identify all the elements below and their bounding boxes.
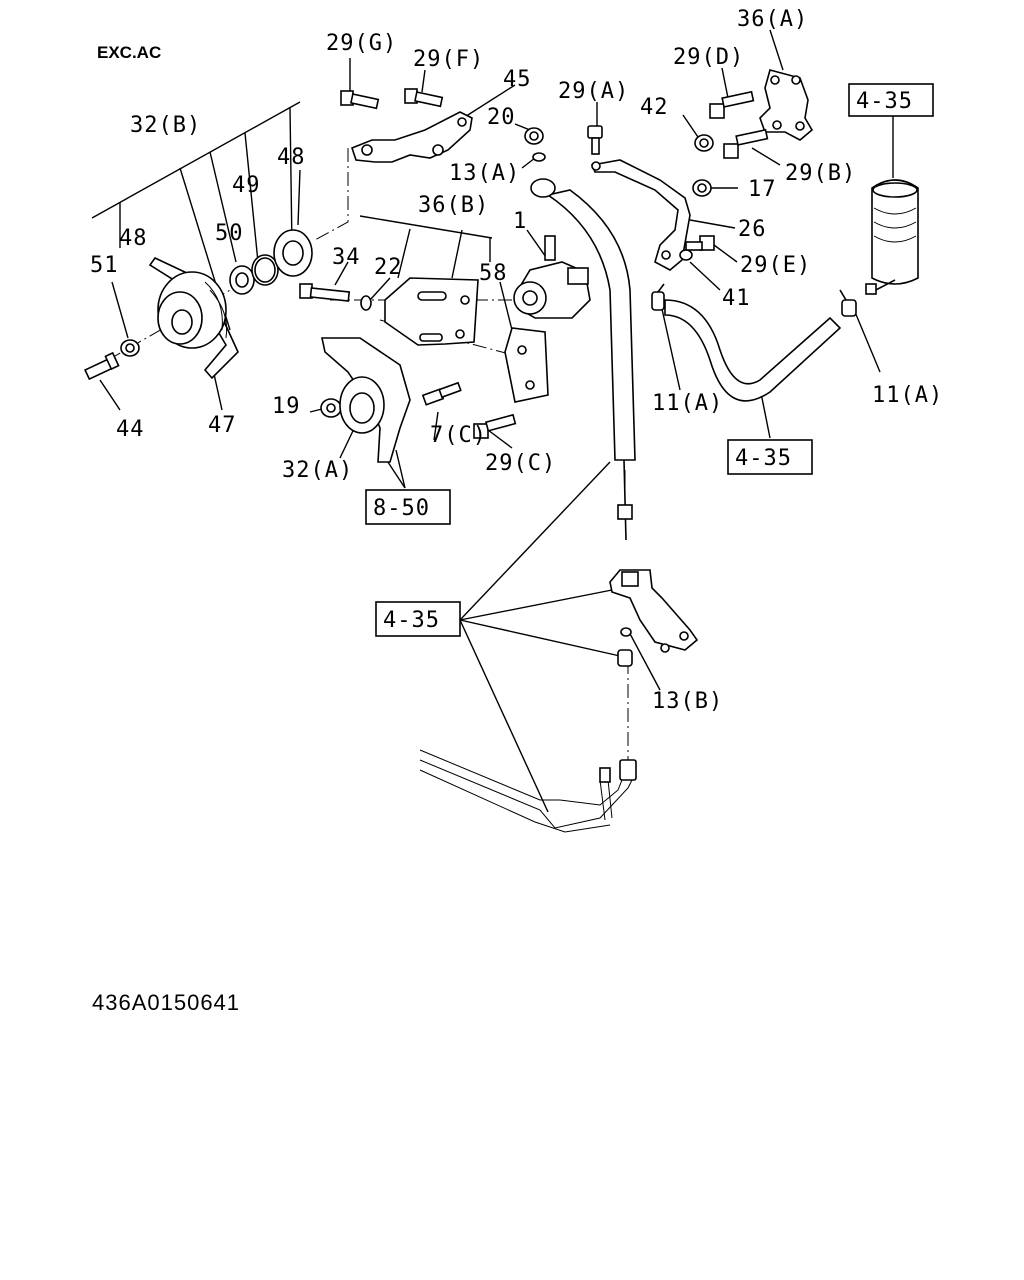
- callout-45: 45: [503, 67, 532, 92]
- variant-label: EXC.AC: [97, 43, 161, 62]
- bolt-29c-icon: [473, 413, 517, 439]
- callout-36b: 36(B): [418, 193, 489, 218]
- clamp-11a-right-icon: [839, 289, 857, 317]
- callout-11a-mid: 11(A): [652, 391, 723, 416]
- callout-49: 49: [232, 173, 261, 198]
- nut-17-icon: [692, 179, 712, 197]
- bracket-36b-icon: [384, 277, 479, 346]
- pipe-bracket-26-icon: [590, 159, 691, 271]
- nut-13b-icon: [617, 649, 633, 667]
- return-hose-icon: [664, 299, 842, 402]
- callout-1: 1: [513, 209, 527, 234]
- nut-51-icon: [120, 339, 140, 357]
- washer-22-icon: [360, 295, 372, 311]
- bearing-50-icon: [229, 265, 255, 295]
- callout-labels: 36(A) 29(G) 29(F) 45 29(D) 29(A) 20 42 3…: [90, 7, 943, 714]
- snap-ring-49-icon: [251, 254, 279, 286]
- callout-47: 47: [208, 413, 237, 438]
- drawing-number: 436A0150641: [92, 990, 240, 1015]
- bolt-29b-icon: [723, 128, 769, 159]
- ref-box-8-50[interactable]: 8-50: [365, 489, 451, 525]
- callout-11a-right: 11(A): [872, 383, 943, 408]
- ref-box-4-35-hose[interactable]: 4-35: [727, 439, 813, 475]
- washer-13a-icon: [532, 152, 546, 162]
- bolt-29a-icon: [587, 125, 603, 155]
- callout-48-left: 48: [119, 226, 148, 251]
- callout-17: 17: [748, 177, 777, 202]
- pipe-clamp-bracket-icon: [609, 569, 699, 653]
- callout-29e: 29(E): [740, 253, 811, 278]
- plate-58-icon: [504, 327, 549, 403]
- callout-34: 34: [332, 245, 361, 270]
- nut-42-icon: [694, 134, 714, 152]
- callout-20: 20: [487, 105, 516, 130]
- callout-29b: 29(B): [785, 161, 856, 186]
- callout-58: 58: [479, 261, 508, 286]
- callout-36a: 36(A): [737, 7, 808, 32]
- svg-text:8-50: 8-50: [373, 496, 430, 521]
- callout-32a: 32(A): [282, 458, 353, 483]
- bolt-34-icon: [299, 283, 351, 302]
- nut-19-icon: [320, 398, 342, 418]
- svg-text:4-35: 4-35: [735, 446, 792, 471]
- bolt-29f-icon: [404, 88, 444, 108]
- idler-pulley-32b-icon: [148, 256, 239, 380]
- callout-26: 26: [738, 217, 767, 242]
- ref-box-4-35-top[interactable]: 4-35: [848, 83, 934, 117]
- bracket-36a-icon: [759, 69, 814, 141]
- callout-44: 44: [116, 417, 145, 442]
- ref-box-4-35-low[interactable]: 4-35: [375, 601, 461, 637]
- callout-50: 50: [215, 221, 244, 246]
- clamp-11a-mid-icon: [651, 283, 665, 311]
- callout-7c: 7(C): [430, 423, 487, 448]
- callout-48-top: 48: [277, 145, 306, 170]
- callout-32b: 32(B): [130, 113, 201, 138]
- callout-29g: 29(G): [326, 31, 397, 56]
- washer-48-icon: [273, 229, 313, 277]
- bolt-7c-icon: [421, 381, 462, 406]
- callout-29d: 29(D): [673, 45, 744, 70]
- callout-29c: 29(C): [485, 451, 556, 476]
- nut-20-icon: [524, 127, 544, 145]
- pulley-32a-icon: [321, 337, 411, 463]
- reservoir-tank-icon: [865, 179, 919, 295]
- reference-boxes: 4-35 4-35 8-50 4-35: [365, 83, 934, 637]
- pressure-hose-icon: [530, 178, 636, 541]
- callout-41: 41: [722, 286, 751, 311]
- callout-19: 19: [272, 394, 301, 419]
- callout-13a: 13(A): [449, 161, 520, 186]
- bolt-29d-icon: [709, 90, 755, 119]
- pump-1-icon: [513, 235, 591, 319]
- svg-text:4-35: 4-35: [383, 608, 440, 633]
- callout-13b: 13(B): [652, 689, 723, 714]
- callout-29f: 29(F): [413, 47, 484, 72]
- callout-29a: 29(A): [558, 79, 629, 104]
- bolt-29e-icon: [685, 235, 715, 251]
- washer-41-icon: [679, 249, 693, 261]
- svg-text:4-35: 4-35: [856, 89, 913, 114]
- callout-22: 22: [374, 255, 403, 280]
- callout-42: 42: [640, 95, 669, 120]
- bracket-45-icon: [351, 111, 473, 163]
- bolt-44-icon: [84, 351, 120, 381]
- steering-gear-pipe-icon: [419, 749, 637, 833]
- callout-51: 51: [90, 253, 119, 278]
- leader-lines: [91, 29, 894, 813]
- bolt-29g-icon: [340, 90, 380, 110]
